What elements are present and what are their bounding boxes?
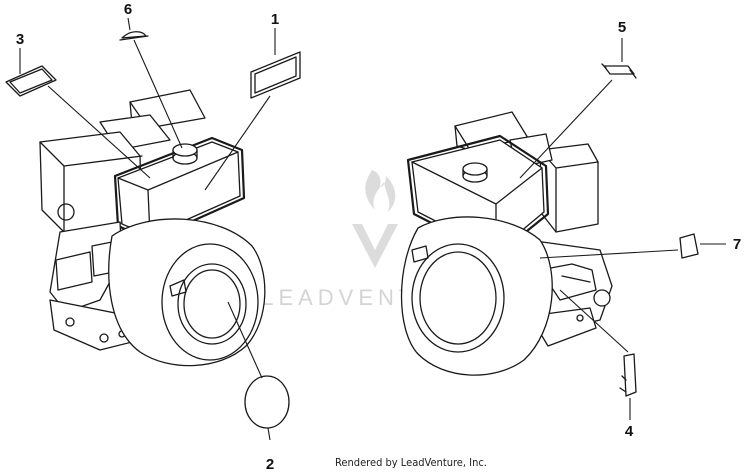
callout-6: 6 [124, 1, 132, 18]
footer-credit: Rendered by LeadVenture, Inc. [335, 456, 487, 469]
leader-lines [19, 17, 726, 441]
decal-part-2 [244, 375, 290, 429]
decal-part-7 [679, 233, 699, 259]
callout-7: 7 [733, 236, 741, 253]
callout-1: 1 [271, 11, 279, 28]
label-decals [5, 31, 699, 429]
decal-part-1 [250, 51, 301, 99]
callout-4: 4 [625, 423, 634, 440]
callout-2: 2 [266, 456, 274, 473]
decal-part-3 [5, 65, 57, 97]
left-engine-drawing [39, 89, 266, 367]
callout-5: 5 [618, 19, 626, 36]
decal-part-4 [623, 353, 637, 397]
decal-part-5 [603, 65, 635, 75]
right-engine-drawing [400, 111, 613, 376]
callout-numbers: 1 2 3 4 5 6 7 [16, 1, 741, 473]
callout-3: 3 [16, 31, 24, 48]
